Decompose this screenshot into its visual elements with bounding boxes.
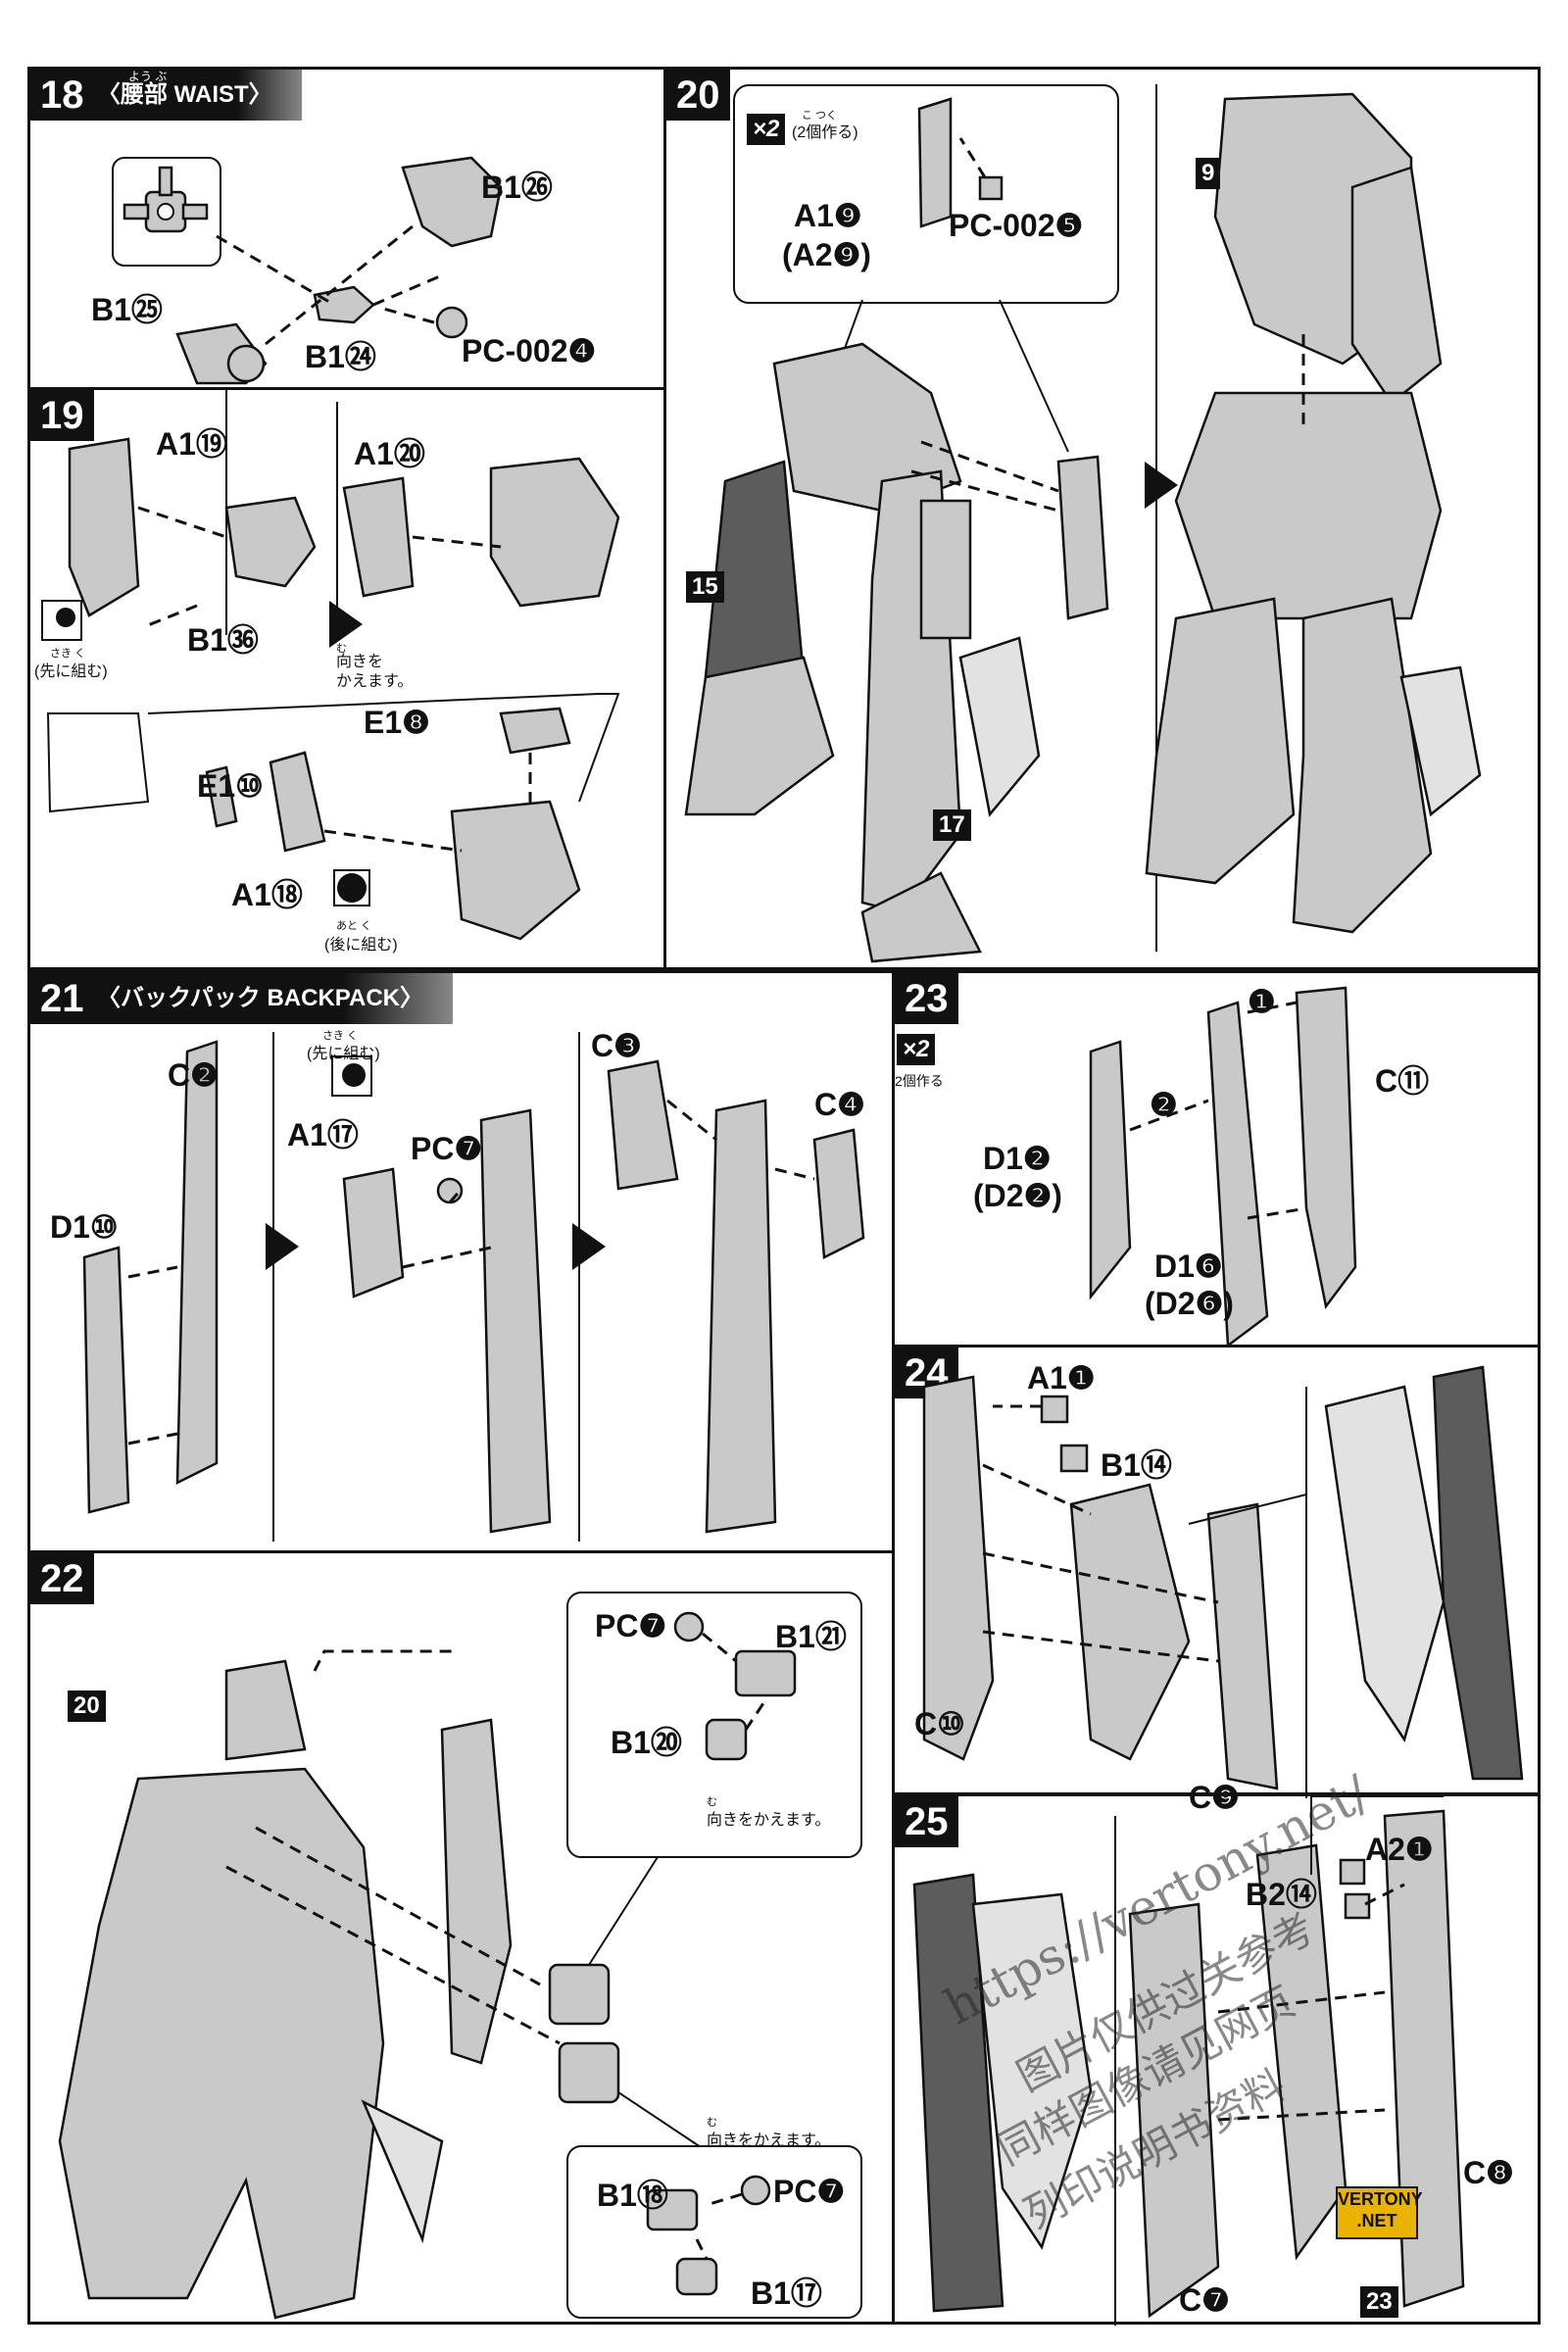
label-e1-10: E1⑩	[197, 768, 264, 804]
ref-step-20: 20	[68, 1690, 106, 1722]
label-a1-1: A1❶	[1027, 1360, 1096, 1396]
next-arrow-icon	[1145, 462, 1178, 509]
step-title: 〈腰部 WAIST〉	[87, 70, 302, 121]
step-23-diagram	[1089, 986, 1357, 1348]
label-c10: C⑩	[914, 1706, 965, 1741]
step-25-diagram	[912, 1795, 1465, 2326]
label-pc-002-5: PC-002❺	[949, 208, 1084, 243]
label-b1-18: B1⑱	[597, 2178, 668, 2213]
note-turn-bottom: 向きをかえます。	[707, 2132, 831, 2149]
multiplier-badge: ×2	[897, 1034, 936, 1065]
label-d1-6: D1❻	[1154, 1249, 1223, 1284]
label-b1-36: B1㊱	[187, 622, 259, 658]
divider	[336, 402, 338, 622]
step-22-diagram	[58, 1592, 862, 2320]
step-20-diagram	[684, 84, 1482, 963]
next-arrow-icon	[266, 1223, 299, 1270]
step-19-panel: 19 A1⑲ A1⑳ B1㊱ さき く (先に組む) む 向きを かえます。 E…	[27, 387, 666, 970]
note-first-ruby: さき く	[50, 648, 86, 660]
label-pc7: PC❼	[411, 1131, 483, 1166]
step-number: 23	[895, 973, 958, 1024]
note-turn-top: 向きをかえます。	[707, 1812, 831, 1829]
note-assemble-first: (先に組む)	[307, 1046, 380, 1062]
label-a1-20: A1⑳	[354, 436, 425, 471]
label-c7: C❼	[1179, 2282, 1230, 2318]
label-c8: C❽	[1463, 2155, 1514, 2190]
label-b1-14: B1⑭	[1101, 1447, 1172, 1483]
label-pc-002-4: PC-002❹	[462, 333, 597, 368]
note-turn-ruby-top: む	[707, 1796, 717, 1808]
step-number: 19	[30, 390, 94, 441]
mult-note: (2個作る)	[792, 124, 858, 141]
step-title: 〈バックパック BACKPACK〉	[87, 973, 454, 1024]
site-logo: VERTONY .NET	[1336, 2186, 1423, 2239]
label-a1-9: A1❾	[794, 198, 862, 233]
note-turn-ruby-bottom: む	[707, 2117, 717, 2129]
label-d1-10: D1⑩	[50, 1209, 119, 1245]
label-c2: C❷	[168, 1057, 219, 1093]
label-b1-17: B1⑰	[751, 2276, 822, 2311]
mult-note: 2個作る	[895, 1073, 944, 1089]
label-d2-2: (D2❷)	[973, 1178, 1062, 1213]
next-arrow-icon	[329, 601, 363, 648]
label-a1-18: A1⑱	[231, 877, 303, 912]
label-b1-20: B1⑳	[611, 1725, 682, 1760]
note-assemble-later: (後に組む)	[324, 937, 398, 954]
label-c11: C⑪	[1375, 1063, 1430, 1099]
waist-diagram	[112, 156, 503, 385]
label-c4: C❹	[814, 1087, 865, 1122]
step-22-panel: 22 20 PC❼ B1㉑ B1⑳ む 向きをかえます。 む 向きをかえます。 …	[27, 1550, 895, 2325]
step-23-panel: 23 ×2 2個作る C⑪ D1❷ (D2❷) D1❻ (D2❻) ❶ ❷	[892, 970, 1541, 1348]
ref-step-9: 9	[1196, 158, 1221, 189]
title-ruby: よう ぶ	[128, 70, 168, 83]
step-18-panel: 18 〈腰部 WAIST〉 よう ぶ B1㉖ B1㉕ B1㉔ PC-002❹	[27, 67, 666, 390]
next-arrow-icon	[572, 1223, 606, 1270]
label-d2-6: (D2❻)	[1145, 1286, 1234, 1321]
label-a2-9: (A2❾)	[782, 237, 871, 272]
label-e1-8: E1❽	[364, 705, 430, 740]
label-b1-21: B1㉑	[775, 1619, 847, 1654]
step-number: 21	[30, 973, 94, 1024]
multiplier-badge: ×2	[747, 114, 786, 145]
callout-order-2: ❷	[1150, 1087, 1178, 1122]
ref-step-15: 15	[686, 571, 724, 603]
label-pc7-top: PC❼	[595, 1608, 667, 1643]
label-b2-14: B2⑭	[1246, 1877, 1317, 1912]
step-21-panel: 21 〈バックパック BACKPACK〉 C❷ D1⑩ さき く (先に組む) …	[27, 970, 895, 1553]
label-a2-1: A2❶	[1365, 1832, 1434, 1867]
step-number: 18	[30, 70, 94, 121]
label-b1-26: B1㉖	[481, 170, 553, 205]
ref-step-23: 23	[1360, 2286, 1398, 2318]
label-a1-19: A1⑲	[156, 426, 227, 462]
label-d1-2: D1❷	[983, 1141, 1052, 1176]
step-number: 25	[895, 1796, 958, 1847]
note-turn-ruby: む	[336, 643, 347, 655]
label-c3: C❸	[591, 1028, 642, 1063]
step-24-diagram	[922, 1365, 1524, 1798]
note-assemble-first: (先に組む)	[34, 663, 108, 680]
step-25-panel: 25 A2❶ B2⑭ C❽ C❼ 23 VERTONY .NET	[892, 1793, 1541, 2326]
step-number: 20	[666, 70, 730, 121]
step-21-diagram	[82, 1032, 865, 1542]
callout-order-1: ❶	[1248, 984, 1276, 1019]
note-turn: 向きを かえます。	[336, 654, 414, 690]
label-b1-24: B1㉔	[305, 339, 376, 374]
note-later-ruby: あと く	[336, 920, 372, 932]
step-number: 22	[30, 1553, 94, 1604]
label-c9: C❾	[1189, 1780, 1240, 1815]
label-pc7-bottom: PC❼	[773, 2174, 846, 2209]
mult-ruby: こ つく	[802, 110, 838, 122]
note-first-ruby: さき く	[322, 1030, 359, 1042]
step-19-diagram	[41, 390, 620, 941]
label-a1-17: A1⑰	[287, 1117, 359, 1152]
label-b1-25: B1㉕	[91, 292, 163, 327]
ref-step-17: 17	[933, 809, 971, 841]
step-24-panel: 24 A1❶ B1⑭ C⑩ C❾	[892, 1345, 1541, 1815]
step-20-panel: 20 ×2 こ つく (2個作る) A1❾ (A2❾) PC-002❺ 15 1…	[663, 67, 1541, 970]
